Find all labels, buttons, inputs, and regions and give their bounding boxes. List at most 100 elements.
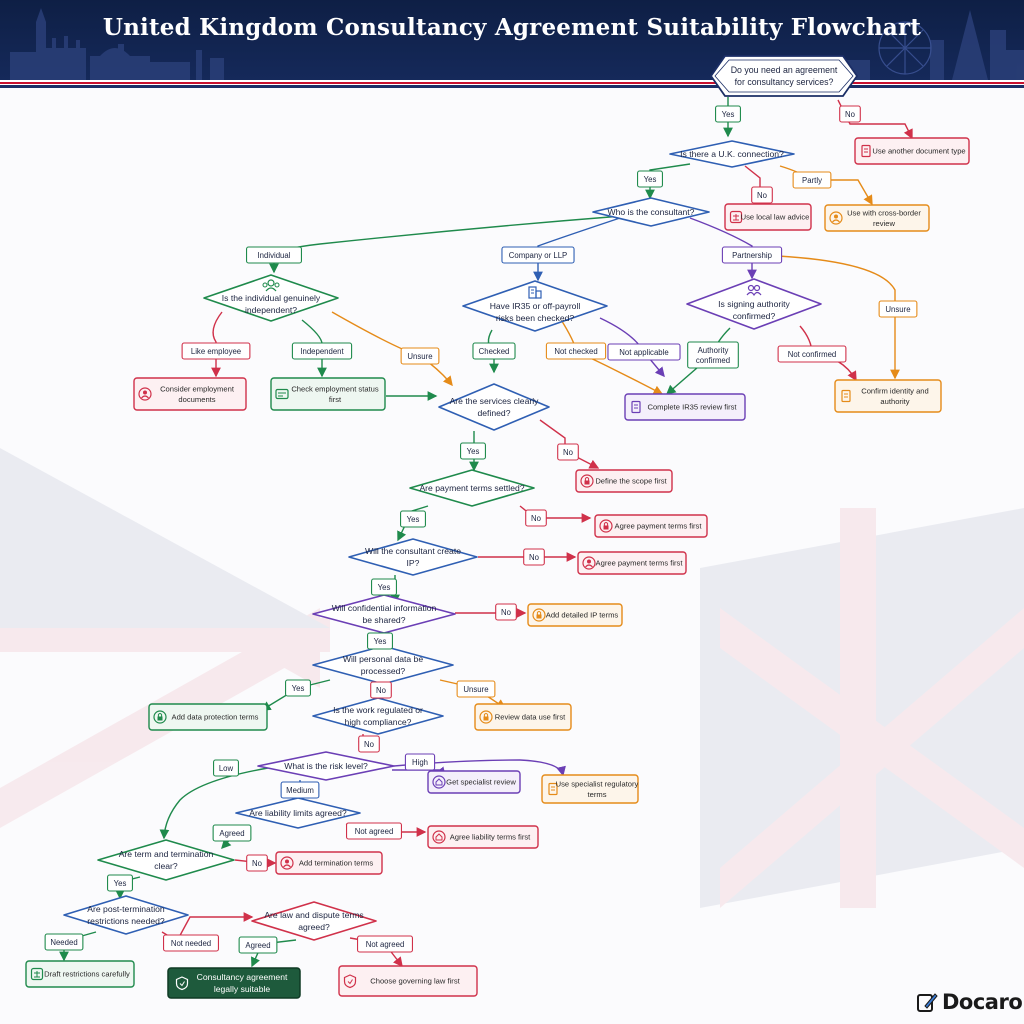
edge-q_uk-q_who [645, 163, 691, 200]
london-skyline-icon [10, 8, 1024, 80]
node-text: Is signing authority [718, 299, 790, 309]
edge-label-text: No [845, 110, 856, 119]
edge-label: Not agreed [345, 822, 402, 840]
lock-icon [153, 710, 167, 724]
node-text: Are liability limits agreed? [249, 808, 347, 818]
node-text: Are law and dispute terms [264, 910, 363, 920]
person-icon [829, 211, 843, 225]
edge-label-text: No [364, 740, 375, 749]
node-text: clear? [154, 861, 178, 871]
edge-label: Company or LLP [501, 246, 575, 264]
node-text: Agree liability terms first [450, 833, 531, 842]
node-text: Agree payment terms first [596, 559, 684, 568]
edge-label: Unsure [400, 347, 440, 365]
person-icon [138, 387, 152, 401]
node-text: Define the scope first [595, 477, 667, 486]
edge-label: Partnership [721, 246, 783, 264]
document-icon [631, 400, 641, 414]
page-title: United Kingdom Consultancy Agreement Sui… [102, 14, 922, 41]
node-q_who: Who is the consultant? [592, 197, 710, 227]
node-o_identity: Confirm identity and authority [834, 379, 942, 413]
flag-stripe [0, 80, 1024, 88]
edge-label: Not checked [545, 342, 607, 360]
edge-label-text: No [757, 191, 768, 200]
node-text: review [873, 219, 895, 228]
edge-label: No [525, 509, 547, 527]
edge-label-text: Individual [258, 251, 291, 260]
node-text: Use local law advice [741, 213, 810, 222]
node-text: Will confidential information [332, 603, 437, 613]
node-text: What is the risk level? [284, 761, 368, 771]
node-text: legally suitable [214, 984, 271, 994]
node-o_govlaw: Choose governing law first [338, 965, 478, 997]
person-icon [280, 856, 294, 870]
edge-label-text: Yes [114, 879, 127, 888]
edge-label: Yes [107, 874, 133, 892]
edge-label-text: Yes [467, 447, 480, 456]
edge-label: Yes [400, 510, 426, 528]
edge-label-text: High [412, 758, 428, 767]
edge-label-text: Yes [407, 515, 420, 524]
edge-label: Agreed [212, 824, 252, 842]
edge-label-text: Independent [300, 347, 344, 356]
scales-icon [30, 967, 44, 981]
edge-label: No [246, 854, 268, 872]
edge-label-text: Agreed [245, 941, 270, 950]
edge-label-text: No [252, 859, 263, 868]
edge-label-text: Yes [722, 110, 735, 119]
edge-label-text: Unsure [463, 685, 488, 694]
node-text: Confirm identity and [861, 386, 929, 395]
node-text: Choose governing law first [370, 977, 460, 986]
edge-label: No [495, 603, 517, 621]
document-icon [548, 782, 558, 796]
node-o_liab: Agree liability terms first [427, 825, 539, 849]
card-icon [275, 388, 289, 400]
node-text: authority [880, 397, 909, 406]
node-text: processed? [361, 666, 406, 676]
edge-label: Not needed [163, 934, 220, 952]
edge-label: Individual [246, 246, 303, 264]
node-text: defined? [478, 408, 511, 418]
edge-label-text: Yes [292, 684, 305, 693]
shield-icon [343, 974, 357, 989]
node-o_pay2: Agree payment terms first [577, 551, 687, 575]
edge-label: Not applicable [607, 343, 681, 361]
edge-label: Low [213, 759, 239, 777]
node-text: Check employment status [291, 384, 379, 393]
node-text: Is there a U.K. connection? [680, 149, 784, 159]
edge-label: Partly [792, 171, 832, 189]
edge-label: Unsure [878, 300, 918, 318]
node-text: Agree payment terms first [615, 522, 703, 531]
node-text: Use with cross-border [847, 208, 921, 217]
edge-label-text: Unsure [407, 352, 432, 361]
shield-icon [175, 976, 189, 991]
edge-label-text: No [529, 553, 540, 562]
edge-label-text: Medium [286, 786, 314, 795]
edge-label-text: Low [219, 764, 234, 773]
document-icon [841, 389, 851, 403]
node-o_other: Use another document type [854, 137, 970, 165]
edge-label-text: Not checked [554, 347, 597, 356]
lock-icon [479, 710, 493, 724]
edge-label-text: No [563, 448, 574, 457]
edge-label-text: confirmed [696, 356, 730, 365]
pen-icon [917, 993, 938, 1012]
node-text: Add termination terms [299, 859, 373, 868]
node-o_draft: Draft restrictions carefully [25, 960, 135, 988]
edge-label-text: Partnership [732, 251, 773, 260]
edge-label: Independent [291, 342, 353, 360]
node-q_liab: Are liability limits agreed? [235, 797, 361, 829]
node-text: for consultancy services? [735, 77, 834, 87]
node-o_scope: Define the scope first [575, 469, 673, 493]
edge-label-text: Not needed [171, 939, 211, 948]
